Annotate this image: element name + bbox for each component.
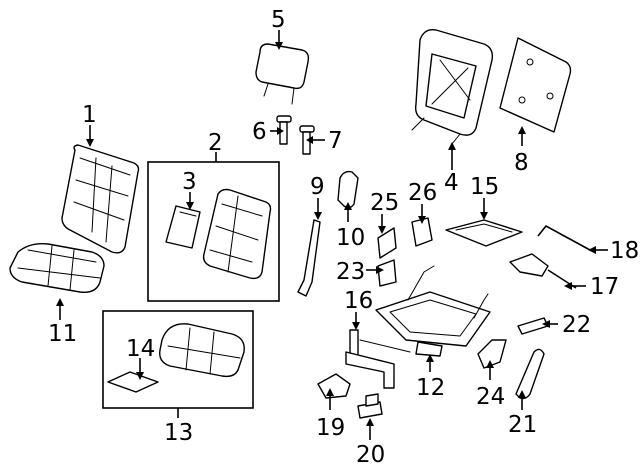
part-trim-21 xyxy=(515,348,545,400)
part-back-frame xyxy=(411,29,494,145)
callout-4: 4 xyxy=(444,170,459,196)
callout-6: 6 xyxy=(252,119,267,145)
callout-12: 12 xyxy=(416,375,445,401)
part-seat-cushion xyxy=(9,242,105,293)
part-latch xyxy=(337,170,359,209)
callout-21: 21 xyxy=(508,412,537,438)
part-pad xyxy=(165,205,201,249)
callout-20: 20 xyxy=(356,442,385,468)
callout-11: 11 xyxy=(48,321,77,347)
callout-5: 5 xyxy=(271,7,286,33)
leader-lines xyxy=(56,30,608,440)
callout-3: 3 xyxy=(182,169,197,195)
callout-26: 26 xyxy=(408,180,437,206)
part-pad-13 xyxy=(107,371,159,393)
part-cover-24 xyxy=(477,339,507,369)
callout-8: 8 xyxy=(514,150,529,176)
part-seat-back xyxy=(61,144,140,254)
part-guide-7 xyxy=(299,125,315,155)
part-back-cover xyxy=(202,188,272,280)
callout-13: 13 xyxy=(164,420,193,446)
part-bracket-23 xyxy=(377,259,397,287)
part-bracket-25 xyxy=(377,227,397,259)
part-headrest xyxy=(255,43,310,105)
callout-24: 24 xyxy=(476,384,505,410)
callout-14: 14 xyxy=(126,336,155,362)
callout-16: 16 xyxy=(344,288,373,314)
part-back-panel xyxy=(499,37,572,133)
callout-25: 25 xyxy=(370,190,399,216)
part-rod xyxy=(537,224,591,251)
part-cushion-14 xyxy=(159,323,245,378)
callout-9: 9 xyxy=(310,174,325,200)
callout-15: 15 xyxy=(470,174,499,200)
callout-17: 17 xyxy=(590,274,619,300)
part-lever xyxy=(509,253,577,289)
part-bracket-20 xyxy=(357,393,383,419)
callout-7: 7 xyxy=(328,128,343,154)
callout-10: 10 xyxy=(336,225,365,251)
callout-19: 19 xyxy=(316,415,345,441)
callout-23: 23 xyxy=(336,259,365,285)
part-bracket-19 xyxy=(317,373,351,399)
callout-22: 22 xyxy=(562,312,591,338)
part-seat-frame xyxy=(375,265,491,357)
callout-1: 1 xyxy=(82,102,97,128)
part-strap xyxy=(297,219,321,297)
callout-18: 18 xyxy=(610,238,639,264)
group-box-2 xyxy=(147,161,280,302)
part-track xyxy=(345,329,411,389)
part-plate xyxy=(445,219,523,247)
callout-2: 2 xyxy=(208,130,223,156)
callout-labels: 1 2 3 4 5 6 7 8 9 10 11 12 13 14 15 16 1… xyxy=(48,7,639,468)
part-cap-22 xyxy=(517,317,549,335)
